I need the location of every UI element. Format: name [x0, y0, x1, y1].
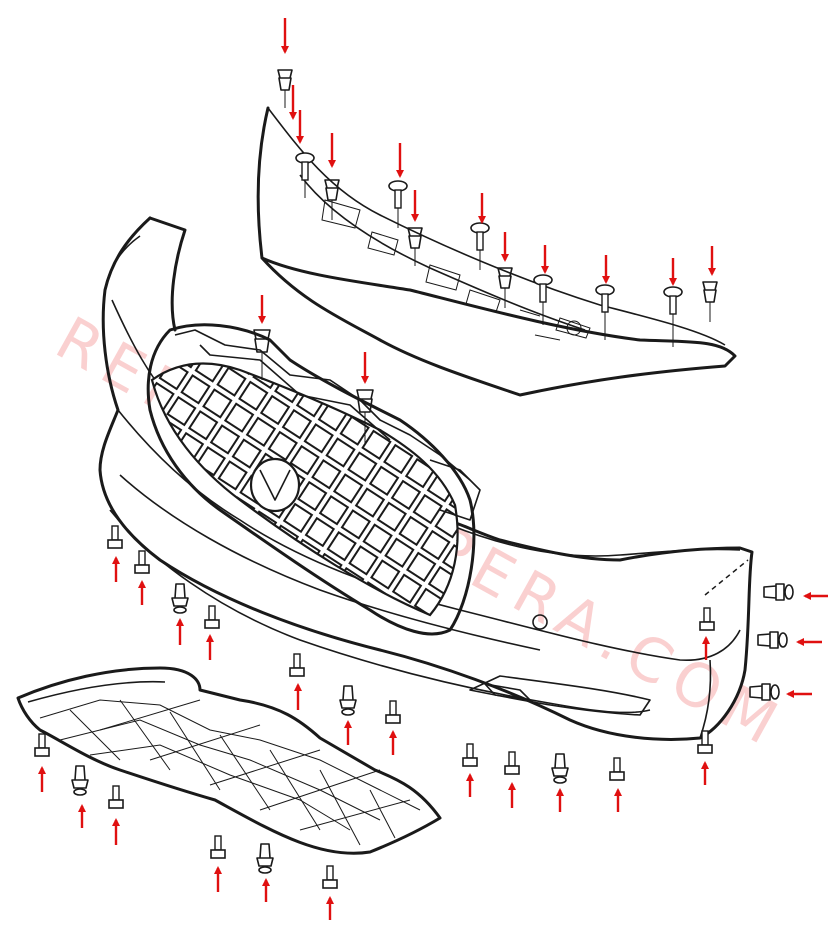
screw-icon	[295, 152, 315, 198]
screw-icon	[595, 284, 615, 340]
push-clip-icon	[339, 685, 357, 716]
screw-icon	[697, 730, 713, 754]
fasteners	[34, 69, 794, 889]
screw-icon	[34, 733, 50, 757]
screw-icon	[462, 743, 478, 767]
screw-icon	[385, 700, 401, 724]
screw-icon	[699, 607, 715, 631]
screw-icon	[289, 653, 305, 677]
push-clip-icon	[702, 281, 718, 322]
screw-icon	[204, 605, 220, 629]
screw-icon	[609, 757, 625, 781]
push-clip-icon	[356, 389, 374, 445]
screw-icon	[388, 180, 408, 228]
screw-icon	[663, 286, 683, 347]
screw-icon	[322, 865, 338, 889]
push-clip-icon	[757, 631, 788, 649]
push-clip-icon	[71, 765, 89, 796]
push-clip-icon	[749, 683, 780, 701]
push-clip-icon	[256, 843, 274, 874]
screw-icon	[107, 525, 123, 549]
push-clip-icon	[253, 329, 271, 380]
screw-icon	[504, 751, 520, 775]
screw-icon	[108, 785, 124, 809]
front-grille	[146, 323, 481, 636]
push-clip-icon	[407, 227, 423, 266]
engine-splash-shield	[16, 666, 442, 855]
screw-icon	[533, 274, 553, 325]
screw-icon	[134, 550, 150, 574]
push-clip-icon	[277, 69, 293, 108]
screw-icon	[210, 835, 226, 859]
push-clip-icon	[551, 753, 569, 784]
push-clip-icon	[763, 583, 794, 601]
upper-support-panel	[256, 106, 737, 397]
push-clip-icon	[324, 179, 340, 220]
push-clip-icon	[497, 267, 513, 308]
push-clip-icon	[171, 583, 189, 614]
fastener-arrows	[38, 18, 828, 920]
